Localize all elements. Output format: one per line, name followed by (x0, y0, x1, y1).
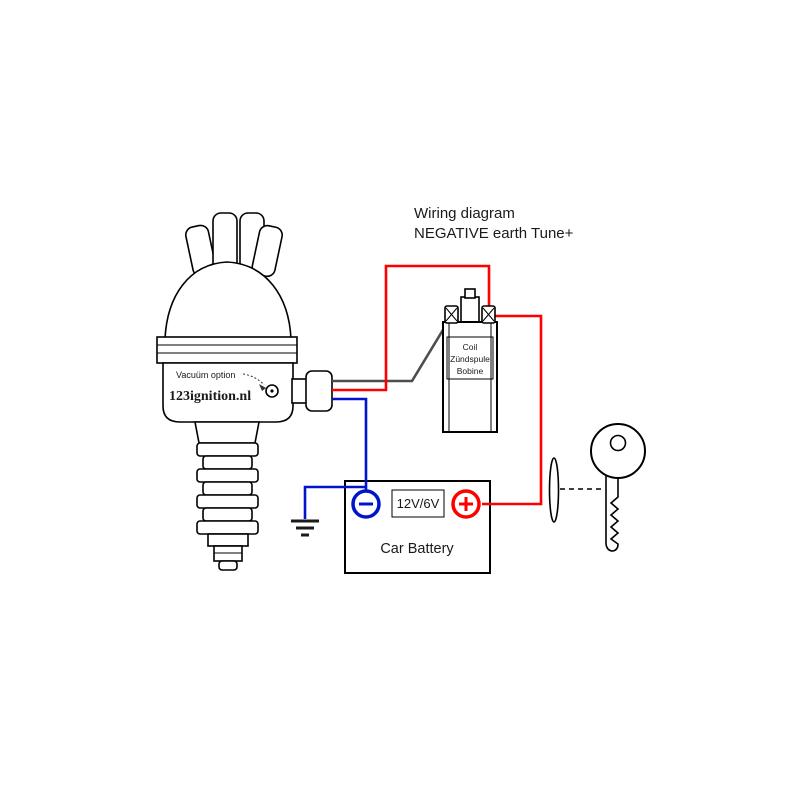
wire-blue-distributor-to-battery-and-ground (303, 397, 368, 519)
ignition-key-icon (590, 423, 646, 552)
distributor-neck (194, 421, 260, 444)
key-hole (609, 434, 627, 452)
coil-ht-tower-tip (464, 288, 476, 299)
battery-plus-terminal (451, 489, 481, 519)
wire-red-distributor-to-coil (332, 264, 491, 392)
battery-voltage-box (391, 489, 445, 518)
vacuum-nipple-dot (270, 389, 274, 393)
ignition-coil: Coil Zündspule Bobine (442, 288, 498, 433)
spark-plug-towers (184, 212, 283, 278)
coil-ht-tower (460, 296, 480, 323)
title-line2: NEGATIVE earth Tune+ (414, 225, 574, 242)
vacuum-option-label: Vacuüm option (176, 370, 235, 380)
wire-connector (305, 370, 333, 412)
distributor-collar (207, 533, 249, 547)
wire-black-distributor-to-coil (332, 319, 451, 383)
ground-symbol-icon (291, 519, 319, 537)
distributor: Vacuüm option 123ignition.nl (156, 212, 333, 571)
coil-label-line1: Coil (463, 342, 478, 352)
ignition-lock-plate (548, 457, 560, 523)
coil-terminal-plus (481, 305, 496, 324)
distributor-bottom-nub (218, 560, 238, 571)
distributor-body (162, 362, 294, 423)
battery-label: Car Battery (380, 541, 454, 557)
distributor-cap-dome (164, 261, 292, 340)
key-blade (605, 469, 620, 552)
brand-label: 123ignition.nl (169, 389, 251, 404)
coil-terminal-minus (444, 305, 459, 324)
distributor-ribbed-shaft (196, 442, 259, 535)
battery-voltage-label: 12V/6V (397, 496, 440, 511)
vacuum-pointer-line (242, 373, 265, 386)
coil-label-line3: Bobine (457, 366, 484, 376)
distributor-cap-band (156, 336, 298, 364)
coil-body (442, 321, 498, 433)
title-line1: Wiring diagram (414, 205, 515, 222)
coil-label-box (446, 336, 494, 380)
wire-red-coil-to-battery-via-key (482, 314, 543, 506)
ignition-switch (548, 423, 646, 552)
battery-minus-terminal (351, 489, 381, 519)
vacuum-arrow-icon (259, 384, 266, 391)
coil-label-line2: Zündspule (450, 354, 490, 364)
